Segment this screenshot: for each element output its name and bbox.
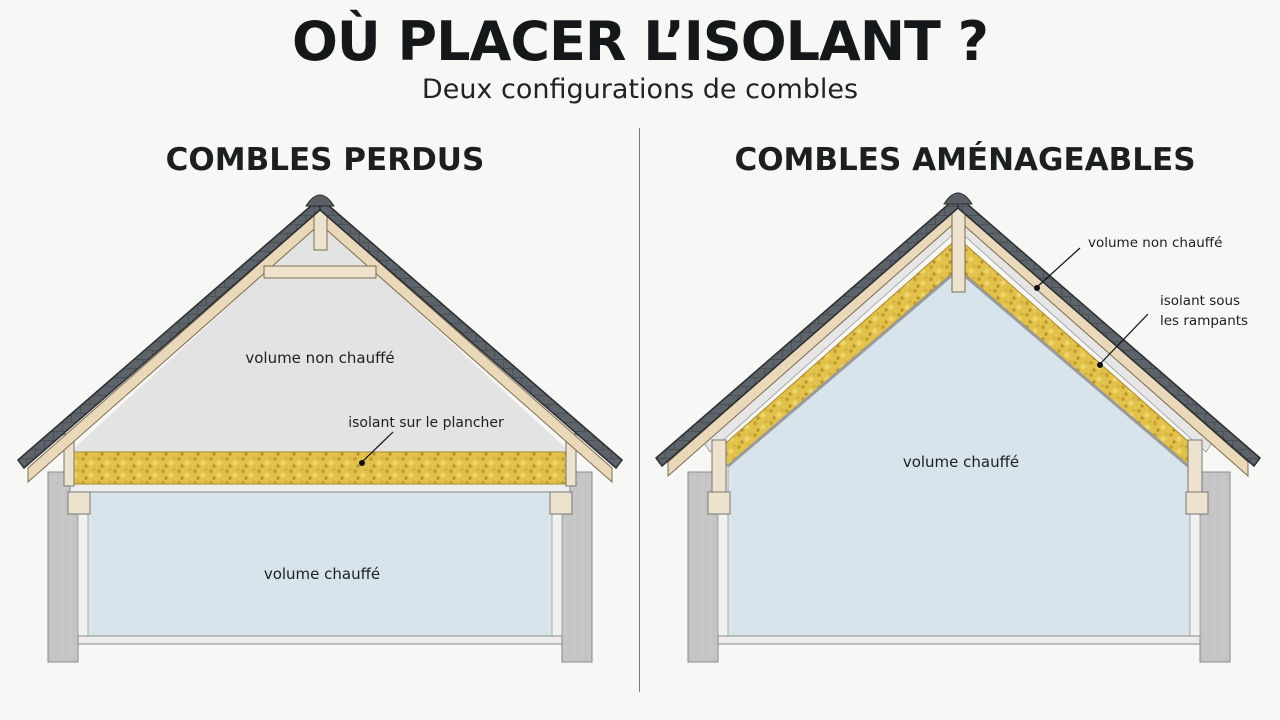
unheated-leader-dot — [1034, 285, 1040, 291]
left-wall-plate — [67, 491, 91, 515]
page-title: OÙ PLACER L’ISOLANT ? — [292, 10, 989, 73]
floor-insulation — [73, 451, 569, 485]
unheated-leader-line — [1036, 247, 1081, 288]
lost-attic-insulation-label: isolant sur le plancher — [348, 415, 504, 431]
convertible-attic-house: volume non chauffé isolant sous les ramp… — [654, 192, 1262, 663]
heated-room-and-attic — [728, 272, 1192, 636]
king-post — [951, 205, 966, 293]
ceiling-board — [69, 483, 571, 493]
convertible-attic-insulation-label-line2: les rampants — [1160, 313, 1248, 329]
ridge-cap — [943, 192, 973, 205]
insulation-leader-line — [361, 431, 394, 463]
convertible-attic-heated-label: volume chauffé — [903, 453, 1019, 471]
insulation-leader-dot — [1097, 362, 1103, 368]
floor-slab — [77, 635, 563, 645]
panel-divider — [639, 128, 640, 692]
panel-title-lost-attic: COMBLES PERDUS — [165, 142, 485, 178]
floor-slab — [717, 635, 1201, 645]
unheated-attic-space — [70, 222, 570, 452]
left-knee-post — [711, 439, 727, 493]
left-wall-plate — [707, 491, 731, 515]
right-knee-post — [1187, 439, 1203, 493]
lost-attic-unheated-label: volume non chauffé — [245, 349, 394, 367]
ridge-cap — [305, 194, 335, 207]
lost-attic-heated-label: volume chauffé — [264, 565, 380, 583]
heated-room — [88, 492, 554, 638]
insulation-leader-dot — [359, 460, 365, 466]
panel-title-convertible-attic: COMBLES AMÉNAGEABLES — [734, 142, 1196, 178]
page-subtitle: Deux configurations de combles — [421, 74, 859, 105]
right-wall-plate — [1185, 491, 1209, 515]
lost-attic-house: volume non chauffé isolant sur le planch… — [16, 194, 624, 663]
convertible-attic-unheated-label: volume non chauffé — [1088, 235, 1222, 251]
insulation-leader-line — [1099, 313, 1149, 365]
convertible-attic-insulation-label-line1: isolant sous — [1160, 293, 1240, 309]
right-wall-plate — [549, 491, 573, 515]
collar-tie — [263, 265, 377, 279]
